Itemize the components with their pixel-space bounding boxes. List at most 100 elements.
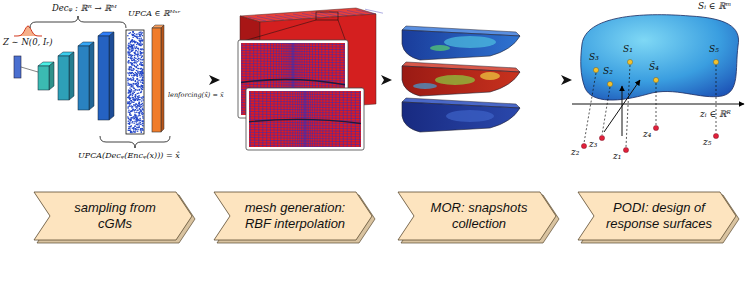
illustration-part [128, 43, 129, 44]
illustration-part [137, 53, 138, 54]
illustration-part [653, 125, 658, 130]
illustration-part [127, 48, 128, 49]
illustration-part [138, 93, 139, 94]
illustration-part [129, 88, 130, 89]
illustration-part [129, 98, 130, 99]
illustration-part [135, 48, 136, 49]
illustration-part [139, 102, 140, 103]
illustration-part [132, 34, 133, 35]
illustration-part [134, 57, 135, 58]
illustration-part [134, 60, 135, 61]
illustration-part [131, 67, 132, 68]
illustration-part [130, 57, 131, 58]
illustration-part [137, 120, 138, 121]
illustration-part [133, 118, 134, 119]
illustration-part [131, 58, 132, 59]
illustration-part [89, 42, 94, 110]
stage-text: PODI: design of response surfaces [578, 196, 736, 235]
illustration-part [132, 50, 133, 51]
illustration-part [152, 28, 161, 132]
illustration-part [130, 103, 131, 104]
illustration-part [127, 72, 128, 73]
illustration-part [137, 54, 138, 55]
illustration-part [140, 68, 141, 69]
illustration-part [139, 74, 140, 75]
illustration-part [139, 120, 140, 121]
illustration-part [142, 69, 143, 70]
illustration-part [133, 44, 134, 45]
illustration-part [142, 121, 143, 122]
illustration-part [131, 51, 132, 52]
math-label: z₅ [703, 138, 711, 147]
illustration-part [128, 126, 129, 127]
illustration-part [137, 131, 138, 132]
illustration-part [325, 91, 326, 147]
illustration-part [132, 31, 133, 32]
math-label: z₁ [613, 152, 621, 161]
illustration-part [142, 97, 143, 98]
illustration-part [402, 26, 520, 132]
illustration-part [127, 35, 128, 36]
illustration-part [141, 104, 142, 105]
illustration-part [138, 58, 139, 59]
illustration-part [132, 55, 133, 56]
illustration-part [131, 44, 132, 45]
illustration-part [141, 121, 142, 122]
illustration-part [134, 126, 135, 127]
illustration-part [133, 78, 134, 79]
illustration-part [142, 116, 143, 117]
illustration-part [359, 91, 360, 147]
illustration-part [132, 35, 133, 36]
illustration-part [133, 102, 134, 103]
illustration-part [128, 110, 129, 111]
illustration-part [136, 119, 137, 120]
illustration-part [248, 9, 383, 21]
illustration-part [135, 97, 136, 98]
illustration-part [127, 80, 128, 81]
illustration-part [140, 97, 141, 98]
illustration-part [135, 80, 136, 81]
illustration-part [137, 42, 138, 43]
illustration-part [129, 67, 130, 68]
illustration-part [136, 67, 137, 68]
illustration-part [130, 119, 131, 120]
illustration-part [128, 68, 129, 69]
illustration-part [142, 109, 143, 110]
chevron-body [34, 192, 192, 240]
illustration-part [133, 116, 134, 117]
illustration-part [135, 109, 136, 110]
illustration-part [446, 110, 494, 122]
math-label: zᵢ ∈ ℝᴿ [700, 110, 731, 119]
illustration-part [136, 79, 137, 80]
illustration-part [128, 49, 129, 50]
illustration-part [136, 106, 137, 107]
illustration-part [141, 65, 142, 66]
illustration-part [130, 73, 131, 74]
illustration-part [140, 109, 141, 110]
illustration-part [134, 42, 135, 43]
illustration-part [134, 114, 135, 115]
illustration-part [130, 100, 131, 101]
illustration-part [135, 104, 136, 105]
illustration-part [132, 45, 133, 46]
illustration-part [137, 105, 138, 106]
illustration-part [142, 123, 143, 124]
stage-label: MOR: snapshots collection [420, 200, 538, 231]
illustration-part [133, 109, 134, 110]
illustration-part [136, 98, 137, 99]
illustration-part [142, 128, 143, 129]
illustration-part [572, 15, 744, 153]
illustration-part [128, 111, 129, 112]
illustration-part [238, 8, 383, 150]
illustration-part [136, 75, 137, 76]
illustration-part [130, 78, 131, 79]
illustration-part [130, 94, 131, 95]
illustration-part [136, 70, 137, 71]
illustration-part [135, 103, 136, 104]
illustration-part [141, 74, 142, 75]
illustration-part [135, 99, 136, 100]
illustration-part [136, 85, 137, 86]
illustration-part [134, 33, 135, 34]
illustration-part [136, 119, 137, 120]
illustration-part [131, 132, 132, 133]
